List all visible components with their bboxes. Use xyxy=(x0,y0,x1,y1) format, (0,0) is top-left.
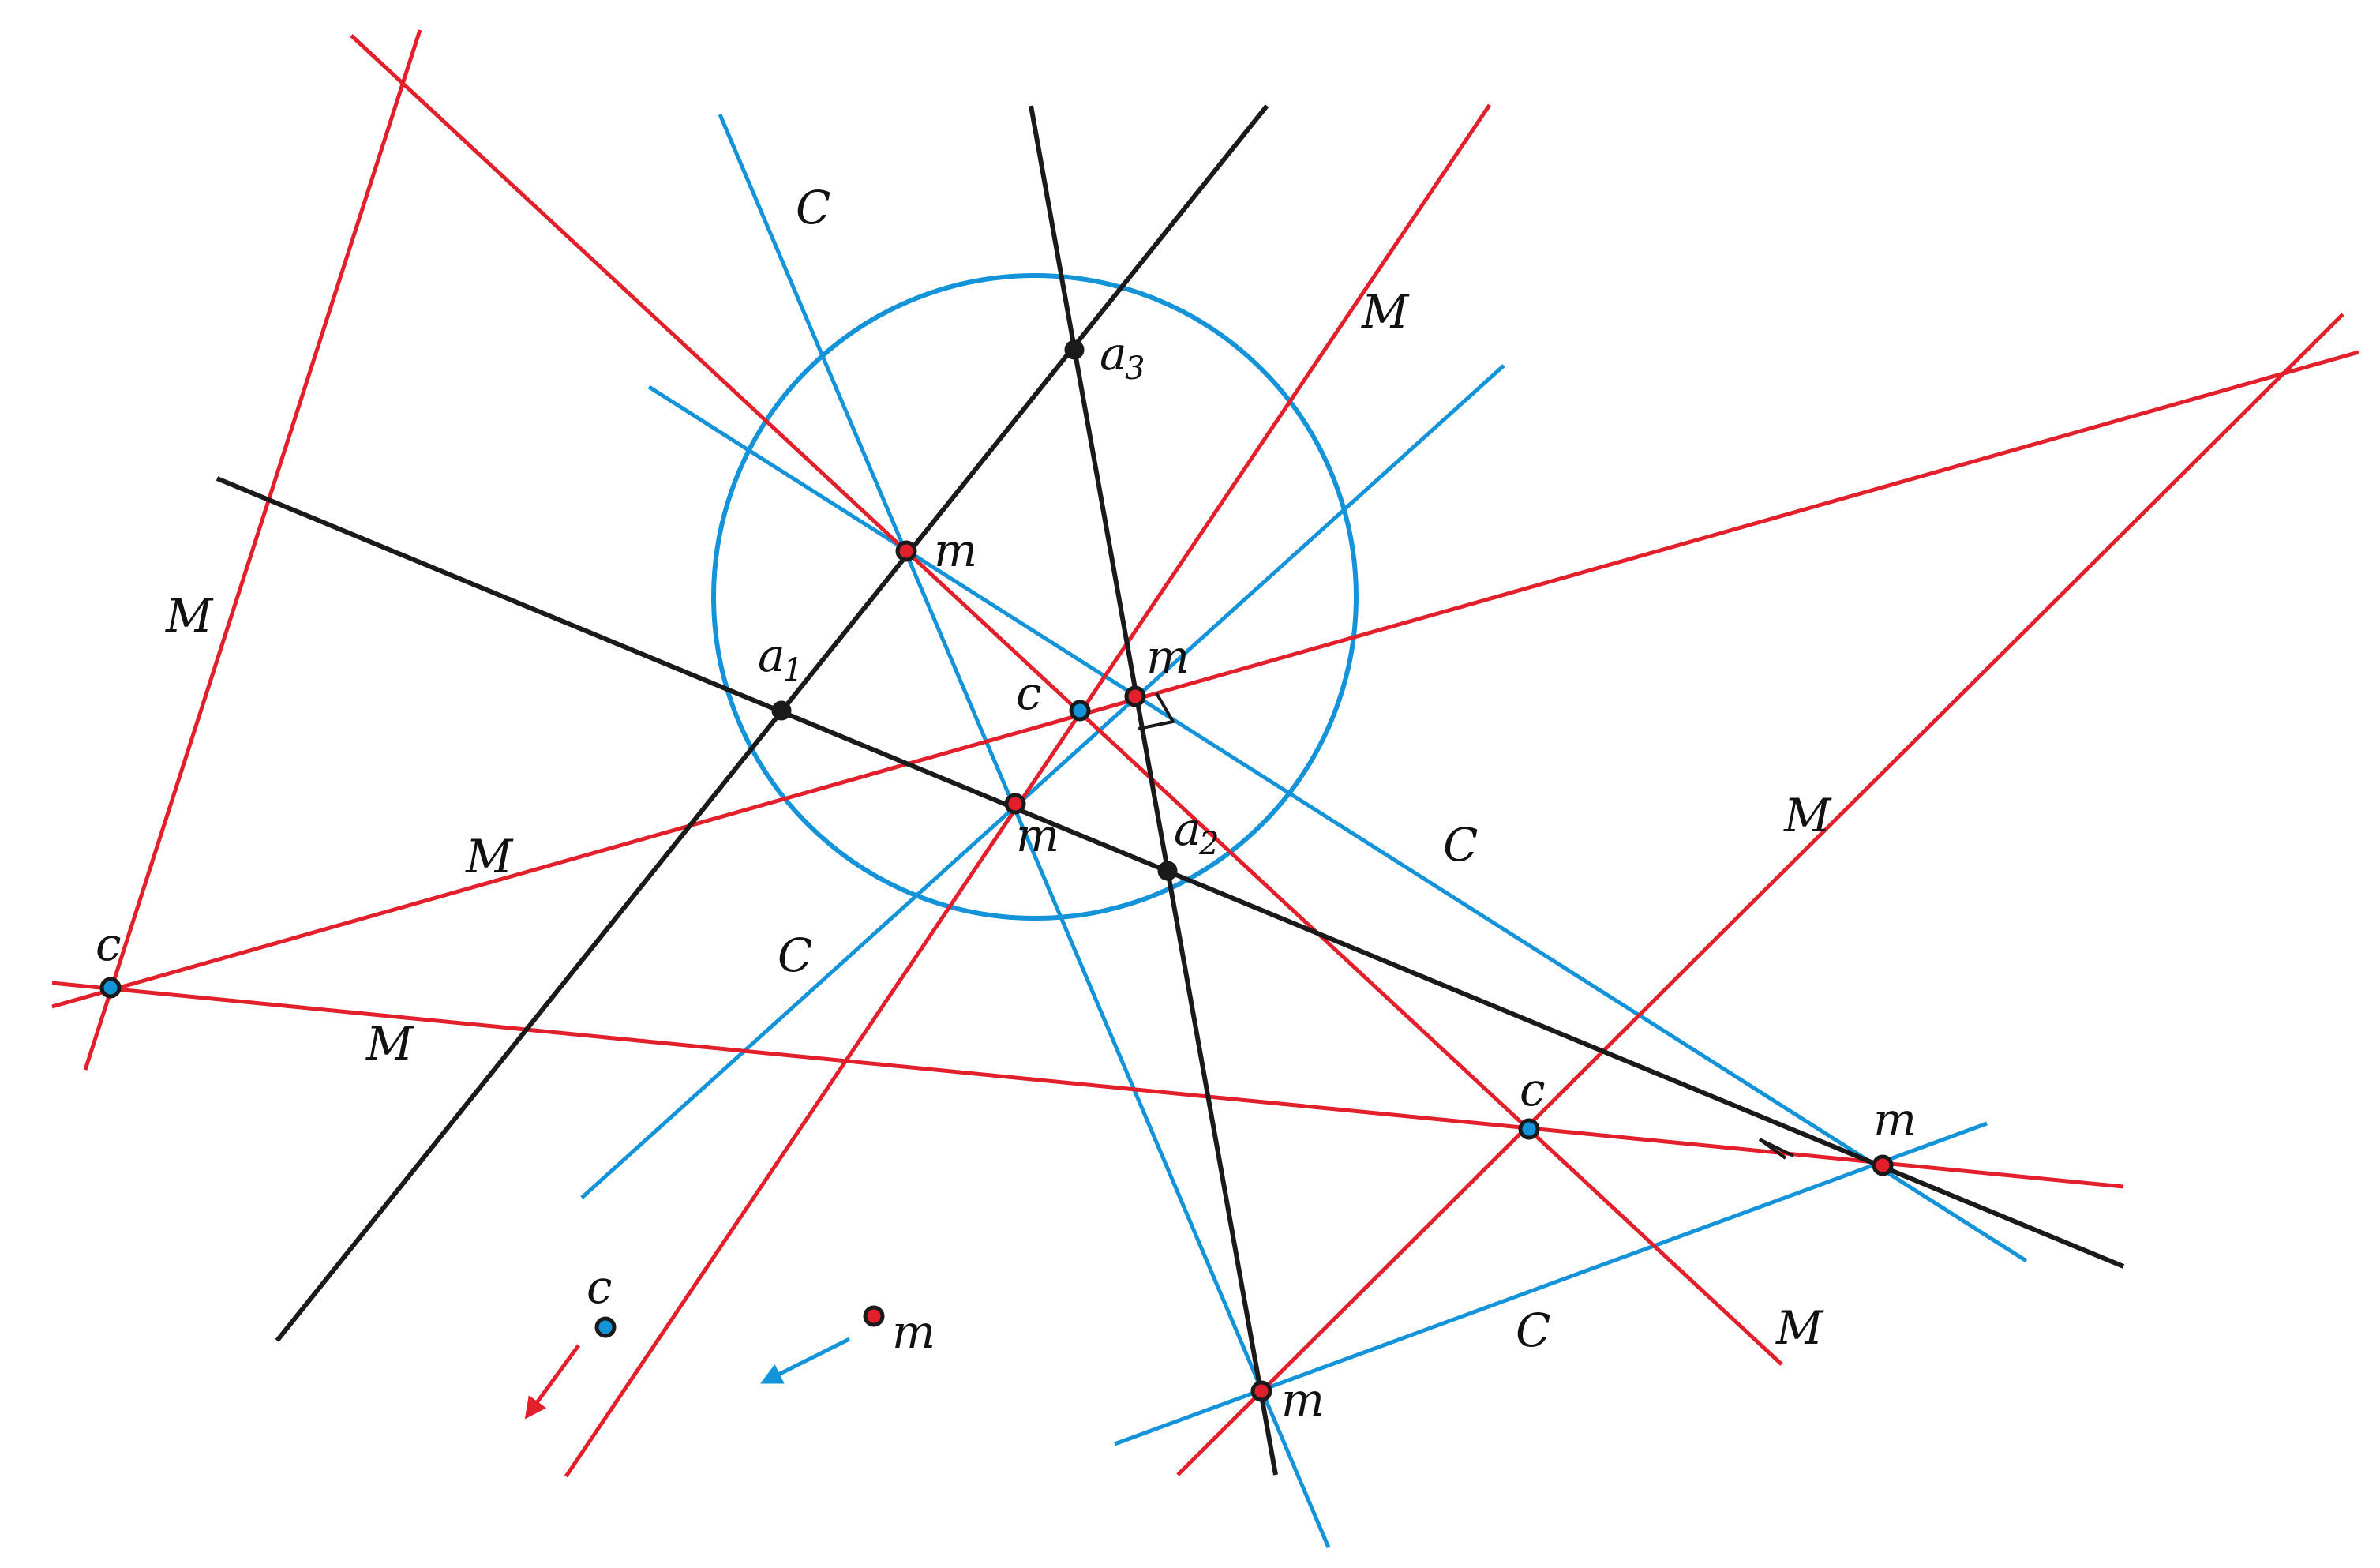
label-m-center-right: m xyxy=(1146,630,1190,684)
right-angle-mark-1 xyxy=(1138,692,1176,730)
point-a2 xyxy=(1157,861,1178,881)
point-c-left xyxy=(99,977,122,999)
label-C-1: C xyxy=(796,181,830,234)
label-m-center-lower: m xyxy=(1016,808,1059,862)
blue-arrow xyxy=(760,1337,851,1384)
label-c-center: c xyxy=(1016,666,1041,720)
label-a2-subscript: 2 xyxy=(1198,826,1219,862)
blue-line-C-2 xyxy=(647,384,2028,1263)
label-a1: a xyxy=(758,628,785,682)
label-a3-subscript: 3 xyxy=(1125,351,1145,387)
label-a1-subscript: 1 xyxy=(783,652,803,688)
label-M-6: M xyxy=(1775,1301,1824,1355)
red-line-M-2 xyxy=(350,34,1783,1366)
label-M-1: M xyxy=(165,589,214,643)
label-C-2: C xyxy=(1443,818,1478,872)
label-a2: a xyxy=(1174,802,1201,856)
points xyxy=(99,339,1894,1402)
label-m-bottom: m xyxy=(1281,1373,1325,1427)
right-angle-mark-2 xyxy=(1758,1138,1794,1160)
label-c-right: c xyxy=(1520,1063,1545,1116)
black-lines xyxy=(216,104,2125,1476)
point-m-upper xyxy=(895,540,917,562)
label-a3: a xyxy=(1100,327,1127,381)
label-C-4: C xyxy=(1516,1304,1550,1357)
point-c-legend xyxy=(594,1316,617,1338)
label-m-upper: m xyxy=(934,523,977,577)
right-angle-marks xyxy=(1138,692,1794,1160)
label-M-4: M xyxy=(365,1017,414,1071)
point-c-right xyxy=(1518,1118,1540,1140)
red-line-M-1 xyxy=(83,29,422,1071)
blue-line-C-3 xyxy=(580,364,1505,1199)
point-m-bottom xyxy=(1250,1380,1272,1402)
red-line-M-3 xyxy=(564,103,1492,1478)
point-m-center-lower xyxy=(1004,793,1026,815)
label-c-legend: c xyxy=(587,1260,612,1314)
point-c-center xyxy=(1069,700,1091,722)
label-c-left: c xyxy=(96,917,121,971)
red-line-M-5 xyxy=(51,981,2124,1189)
point-m-right xyxy=(1872,1154,1894,1176)
label-M-3: M xyxy=(465,830,514,883)
point-m-center-right xyxy=(1124,685,1146,707)
red-line-M-6 xyxy=(1176,313,2344,1476)
label-m-right: m xyxy=(1873,1093,1917,1146)
point-m-legend xyxy=(863,1305,885,1327)
label-M-5: M xyxy=(1783,789,1832,842)
label-m-legend: m xyxy=(892,1305,935,1359)
blue-line-C-1 xyxy=(718,114,1331,1548)
black-line-3 xyxy=(1029,105,1278,1476)
blue-line-C-4 xyxy=(1114,1121,1988,1446)
label-C-3: C xyxy=(778,928,812,982)
red-line-M-4 xyxy=(51,350,2359,1009)
blue-circle xyxy=(711,273,1359,921)
black-line-1 xyxy=(275,104,1269,1342)
point-a1 xyxy=(771,700,792,721)
point-a3 xyxy=(1064,339,1085,360)
label-M-2: M xyxy=(1361,285,1410,339)
red-arrow xyxy=(524,1344,581,1420)
